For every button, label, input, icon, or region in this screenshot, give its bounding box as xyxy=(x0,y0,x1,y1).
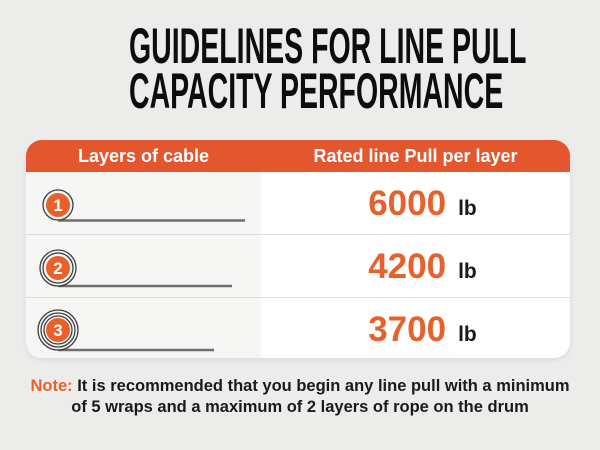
rated-pull-cell-1: 6000 lb xyxy=(261,172,570,234)
rated-pull-value: 3700 xyxy=(368,309,447,349)
layer-number: 2 xyxy=(53,259,62,278)
rated-pull-cell-3: 3700 lb xyxy=(261,298,570,358)
layer-number: 1 xyxy=(53,196,62,215)
page-title-line-2: CAPACITY PERFORMANCE xyxy=(129,63,504,119)
layers-cell-2: 2 xyxy=(26,235,261,297)
rated-pull-unit: lb xyxy=(458,259,477,283)
note-text-2: of 5 wraps and a maximum of 2 layers of … xyxy=(71,398,529,416)
note-line-1: Note: It is recommended that you begin a… xyxy=(0,376,600,397)
layers-cell-1: 1 xyxy=(26,172,261,234)
note-text-1: It is recommended that you begin any lin… xyxy=(77,377,570,395)
cable-layer-1-icon: 1 xyxy=(42,189,245,222)
rated-pull-unit: lb xyxy=(458,196,477,220)
layers-cell-3: 3 xyxy=(26,298,261,358)
table-row: 2 4200 lb xyxy=(26,234,570,297)
note-label: Note: xyxy=(30,377,73,395)
table-row: 1 6000 lb xyxy=(26,172,570,234)
rated-pull-value: 4200 xyxy=(368,246,447,286)
rated-pull-cell-2: 4200 lb xyxy=(261,235,570,297)
capacity-table: Layers of cable Rated line Pull per laye… xyxy=(26,140,570,358)
rated-pull-value: 6000 xyxy=(368,183,447,223)
column-header-rated-pull: Rated line Pull per layer xyxy=(313,145,518,166)
column-header-layers: Layers of cable xyxy=(77,145,210,166)
cable-layer-2-icon: 2 xyxy=(39,249,232,288)
cable-layer-3-icon: 3 xyxy=(37,309,214,352)
page-title: GUIDELINES FOR LINE PULL CAPACITY PERFOR… xyxy=(129,18,527,119)
page-title-line-1: GUIDELINES FOR LINE PULL xyxy=(129,18,527,74)
table-header-row: Layers of cable Rated line Pull per laye… xyxy=(26,140,570,172)
layer-number: 3 xyxy=(53,321,62,340)
note: Note: It is recommended that you begin a… xyxy=(0,376,600,418)
rated-pull-unit: lb xyxy=(458,322,477,346)
table-row: 3 3700 lb xyxy=(26,297,570,358)
